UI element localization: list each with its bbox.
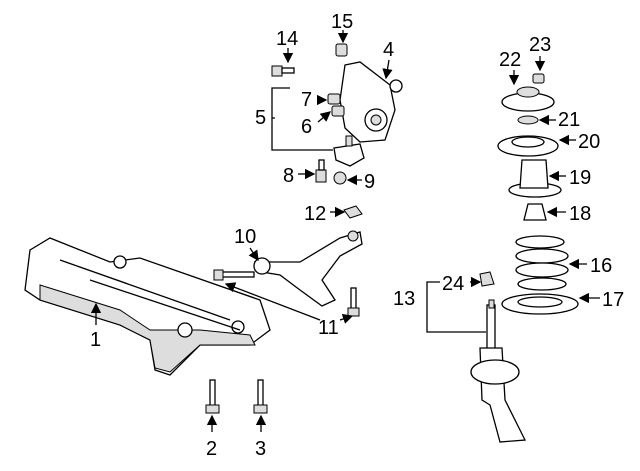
callout-24[interactable]: 24 (442, 273, 464, 295)
callout-4[interactable]: 4 (383, 39, 394, 61)
washer-part-6[interactable] (331, 105, 345, 117)
steering-knuckle-part[interactable] (339, 61, 403, 143)
callout-12[interactable]: 12 (304, 203, 326, 225)
callout-10[interactable]: 10 (234, 226, 256, 248)
callout-11[interactable]: 11 (318, 317, 339, 339)
callout-7[interactable]: 7 (301, 89, 312, 111)
callout-15[interactable]: 15 (331, 11, 353, 33)
callout-9[interactable]: 9 (364, 171, 375, 193)
strut-mount-part-22[interactable] (501, 86, 555, 112)
callout-6[interactable]: 6 (301, 116, 312, 138)
nut-part-7[interactable] (327, 93, 341, 105)
callout-21[interactable]: 21 (558, 109, 580, 131)
callout-23[interactable]: 23 (529, 34, 551, 56)
nut-part-23[interactable] (532, 73, 545, 84)
callout-1[interactable]: 1 (90, 329, 101, 351)
bumper-part-18[interactable] (523, 203, 547, 221)
bolt-part-11b[interactable] (347, 287, 360, 317)
bearing-part-21[interactable] (517, 115, 539, 125)
bolt-part-2[interactable] (205, 379, 220, 414)
callout-3[interactable]: 3 (255, 438, 266, 460)
ball-joint-part[interactable] (333, 135, 365, 167)
callout-5[interactable]: 5 (255, 107, 266, 129)
strut-part[interactable] (470, 299, 527, 443)
callout-2[interactable]: 2 (206, 438, 217, 460)
callout-18[interactable]: 18 (569, 203, 591, 225)
callout-22[interactable]: 22 (499, 49, 521, 71)
bolt-part-3[interactable] (253, 379, 268, 414)
leader-lines (90, 30, 600, 432)
lower-control-arm-part[interactable] (253, 230, 363, 307)
callout-13[interactable]: 13 (393, 288, 415, 310)
bolt-part-11a[interactable] (213, 269, 255, 281)
callout-17[interactable]: 17 (602, 289, 624, 311)
coil-spring-part[interactable] (515, 235, 569, 291)
spring-seat-part-17[interactable] (501, 293, 579, 315)
nut-part-24[interactable] (479, 271, 495, 287)
spring-seat-part-20[interactable] (497, 135, 559, 157)
callout-8[interactable]: 8 (283, 165, 294, 187)
callout-19[interactable]: 19 (569, 167, 591, 189)
bolt-part-8[interactable] (315, 159, 327, 183)
crossmember-part[interactable] (24, 237, 271, 376)
callout-14[interactable]: 14 (276, 28, 298, 50)
callout-20[interactable]: 20 (578, 131, 600, 153)
nut-part-15[interactable] (335, 43, 348, 57)
callout-16[interactable]: 16 (590, 255, 612, 277)
bolt-part-14[interactable] (271, 65, 295, 77)
nut-part-12[interactable] (343, 205, 363, 219)
nut-part-9[interactable] (333, 171, 347, 185)
boot-part-19[interactable] (508, 159, 562, 198)
